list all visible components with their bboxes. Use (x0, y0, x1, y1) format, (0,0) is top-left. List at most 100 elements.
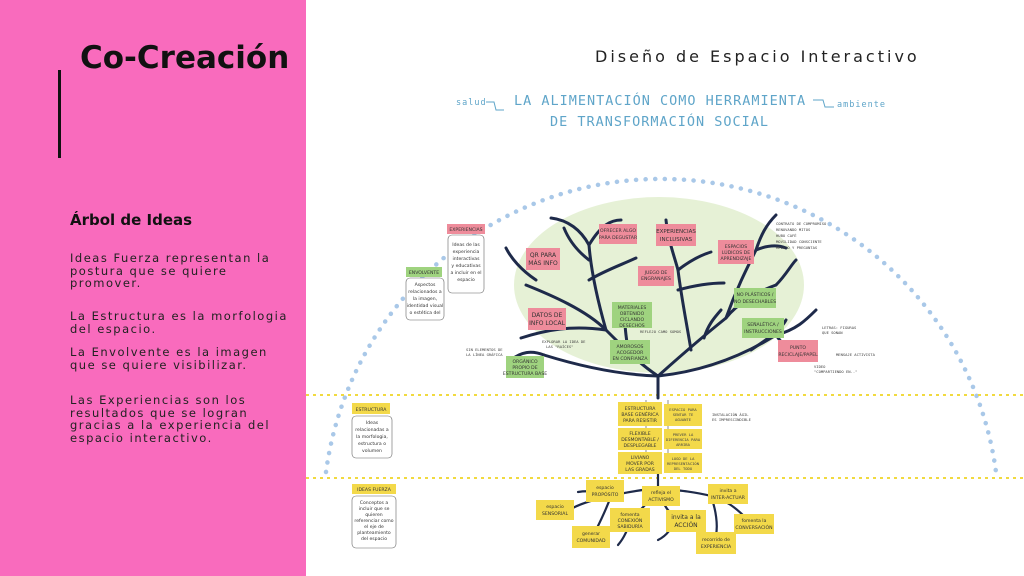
svg-text:ACOGEDOR: ACOGEDOR (617, 350, 645, 356)
svg-text:estructura o: estructura o (358, 441, 386, 447)
note-yellow-2: PREVER LA DIFERENCIA PARA ARRIBA (664, 429, 702, 449)
root-refleja: refleja el ACTIVISMO (642, 486, 680, 506)
annotation-mensaje: MENSAJE ACTIVISTA (836, 352, 876, 357)
svg-text:espacio: espacio (546, 504, 564, 510)
note-senaletica: SEÑALÉTICA / INSTRUCCIONES (742, 318, 784, 338)
svg-text:OBTENIDO: OBTENIDO (620, 311, 645, 317)
svg-text:ENGRANAJES: ENGRANAJES (641, 276, 671, 282)
svg-text:ACCIÓN: ACCIÓN (674, 522, 697, 529)
svg-text:AMOROSOS: AMOROSOS (617, 344, 644, 350)
svg-text:ESTRUCTURA: ESTRUCTURA (625, 406, 657, 412)
svg-text:IDEAS FUERZA: IDEAS FUERZA (357, 487, 392, 493)
svg-text:relacionados a: relacionados a (408, 289, 442, 295)
svg-text:RECICLAJE/PAPEL: RECICLAJE/PAPEL (778, 352, 818, 358)
svg-text:PUNTO: PUNTO (790, 345, 806, 351)
root-generar-comunidad: generar COMUNIDAD (572, 526, 610, 548)
svg-text:AGUANTE: AGUANTE (675, 417, 692, 422)
svg-text:ORGÁNICO: ORGÁNICO (512, 358, 538, 365)
note-amorosos: AMOROSOS ACOGEDOR EN CONFIANZA (610, 340, 650, 364)
page-title: Co-Creación (80, 40, 290, 76)
svg-text:BASE GENÉRICA: BASE GENÉRICA (621, 410, 659, 418)
annotation-reflejo: REFLEJO CAMO SOMOS (640, 329, 682, 334)
svg-text:PROPIO DE: PROPIO DE (512, 365, 537, 371)
paragraph-experiencias: Las Experiencias son los resultados que … (70, 393, 271, 445)
svg-text:invita a: invita a (719, 488, 736, 494)
annotation-instalacion-2: ES IMPRESCINDIBLE (712, 417, 752, 422)
svg-text:ENVOLVENTE: ENVOLVENTE (409, 270, 439, 276)
svg-text:APRENDIZAJE: APRENDIZAJE (721, 256, 752, 262)
svg-text:fomenta: fomenta (620, 512, 639, 518)
bracket-left (486, 101, 504, 111)
label-salud: salud (456, 98, 487, 108)
idea-tree-diagram: LA ALIMENTACIÓN COMO HERRAMIENTA DE TRAN… (306, 91, 1024, 554)
root-espacio-proposito: espacio PROPÓSITO (586, 480, 624, 502)
svg-text:ACTIVISMO: ACTIVISMO (648, 497, 674, 503)
note-ludicos: ESPACIOS LÚDICOS DE APRENDIZAJE (718, 240, 754, 264)
svg-text:FLEXIBLE: FLEXIBLE (629, 431, 650, 437)
legend-estructura: ESTRUCTURA Ideas relacionadas a la morfo… (351, 403, 393, 459)
legend-experiencias: EXPERIENCIAS Ideas de las experiencia in… (447, 224, 485, 294)
paragraph-estructura: La Estructura es la morfologia del espac… (70, 309, 288, 336)
svg-text:generar: generar (582, 531, 600, 537)
root-invita-interactuar: invita a INTER-ACTUAR (708, 484, 748, 504)
svg-text:volumen: volumen (362, 448, 382, 454)
svg-text:espacio: espacio (596, 485, 614, 491)
svg-text:SEÑALÉTICA /: SEÑALÉTICA / (747, 320, 779, 328)
svg-text:ESPACIO PARA: ESPACIO PARA (669, 407, 697, 412)
annotation-video-2: "COMPARTIENDO EN.." (814, 369, 857, 374)
legend-envolvente: ENVOLVENTE Aspectos relacionados a la im… (405, 267, 445, 321)
svg-text:fomenta la: fomenta la (742, 518, 767, 524)
annotation-explorar-2: LAS "RAÍCES" (546, 344, 573, 349)
svg-text:incluir que se: incluir que se (359, 506, 390, 512)
svg-text:interactivas: interactivas (452, 256, 480, 262)
svg-text:JUEGO DE: JUEGO DE (644, 270, 668, 276)
root-fomenta-sabiduria: fomenta CONEXIÓN SABIDURÍA (610, 508, 650, 532)
svg-text:refleja el: refleja el (651, 490, 671, 496)
svg-text:SABIDURÍA: SABIDURÍA (617, 523, 643, 530)
svg-text:SENSORIAL: SENSORIAL (542, 511, 568, 517)
svg-text:y educativas: y educativas (451, 263, 481, 269)
paragraph-ideas-fuerza: Ideas Fuerza representan la postura que … (70, 251, 271, 290)
svg-text:OFRECER ALGO: OFRECER ALGO (600, 228, 636, 234)
svg-text:CICLANDO: CICLANDO (620, 317, 645, 323)
legend-ideas-fuerza: IDEAS FUERZA Conceptos a incluir que se … (351, 484, 397, 549)
root-recorrido: recorrido de EXPERIENCIA (696, 532, 736, 554)
note-inclusivas: EXPERIENCIAS INCLUSIVAS (656, 224, 696, 246)
root-invita-accion: invita a la ACCIÓN (666, 510, 706, 532)
note-desmontable: FLEXIBLE DESMONTABLE / DESPLEGABLE (618, 428, 662, 450)
note-materiales: MATERIALES OBTENIDO CICLANDO DESECHOS (612, 302, 652, 329)
svg-text:LÚDICOS DE: LÚDICOS DE (722, 249, 750, 256)
annotation-letras-2: QUE SONAN (822, 330, 843, 335)
svg-text:Conceptos a: Conceptos a (360, 500, 389, 506)
svg-text:MATERIALES: MATERIALES (618, 305, 647, 311)
svg-text:INCLUSIVAS: INCLUSIVAS (660, 237, 693, 243)
svg-text:del espacio: del espacio (361, 536, 387, 542)
svg-text:PROPÓSITO: PROPÓSITO (592, 491, 619, 498)
bracket-right (813, 99, 834, 108)
svg-text:DATOS DE: DATOS DE (532, 312, 563, 319)
annotation-explorar-1: EXPLORAR LA IDEA DE (542, 339, 586, 344)
svg-text:PARA RESISTIR: PARA RESISTIR (623, 418, 658, 424)
annotation-list-5: RELATO Y PREGUNTAS (776, 245, 818, 250)
svg-text:a incluir en el: a incluir en el (450, 270, 481, 276)
root-espacio-sensorial: espacio SENSORIAL (536, 500, 574, 520)
svg-text:identidad visual: identidad visual (407, 303, 444, 309)
accent-line (58, 70, 61, 158)
svg-text:la morfologia,: la morfologia, (356, 434, 388, 440)
svg-text:INTER-ACTUAR: INTER-ACTUAR (711, 495, 746, 501)
svg-text:COMUNIDAD: COMUNIDAD (576, 538, 606, 544)
svg-text:quieren: quieren (365, 512, 383, 518)
annotation-sin-elementos-2: LA LÍNEA GRÁFICA (466, 352, 503, 357)
annotation-list-3: HUBO CAFÉ (776, 233, 797, 238)
svg-text:la imagen,: la imagen, (413, 296, 438, 302)
svg-text:ESTRUCTURA BASE: ESTRUCTURA BASE (503, 371, 547, 377)
label-ambiente: ambiente (837, 100, 886, 110)
annotation-instalacion-1: INSTALACIÓN ÁGIL (712, 412, 749, 417)
svg-text:QR PARA: QR PARA (530, 252, 557, 259)
svg-text:Aspectos: Aspectos (415, 282, 436, 288)
svg-text:ESTRUCTURA: ESTRUCTURA (356, 407, 388, 413)
svg-text:CONVERSACIÓN: CONVERSACIÓN (735, 524, 772, 531)
note-ofrecer: OFRECER ALGO PARA DEGUSTAR (599, 224, 638, 244)
svg-text:DESMONTABLE /: DESMONTABLE / (621, 437, 659, 443)
svg-text:relacionadas a: relacionadas a (355, 427, 389, 433)
